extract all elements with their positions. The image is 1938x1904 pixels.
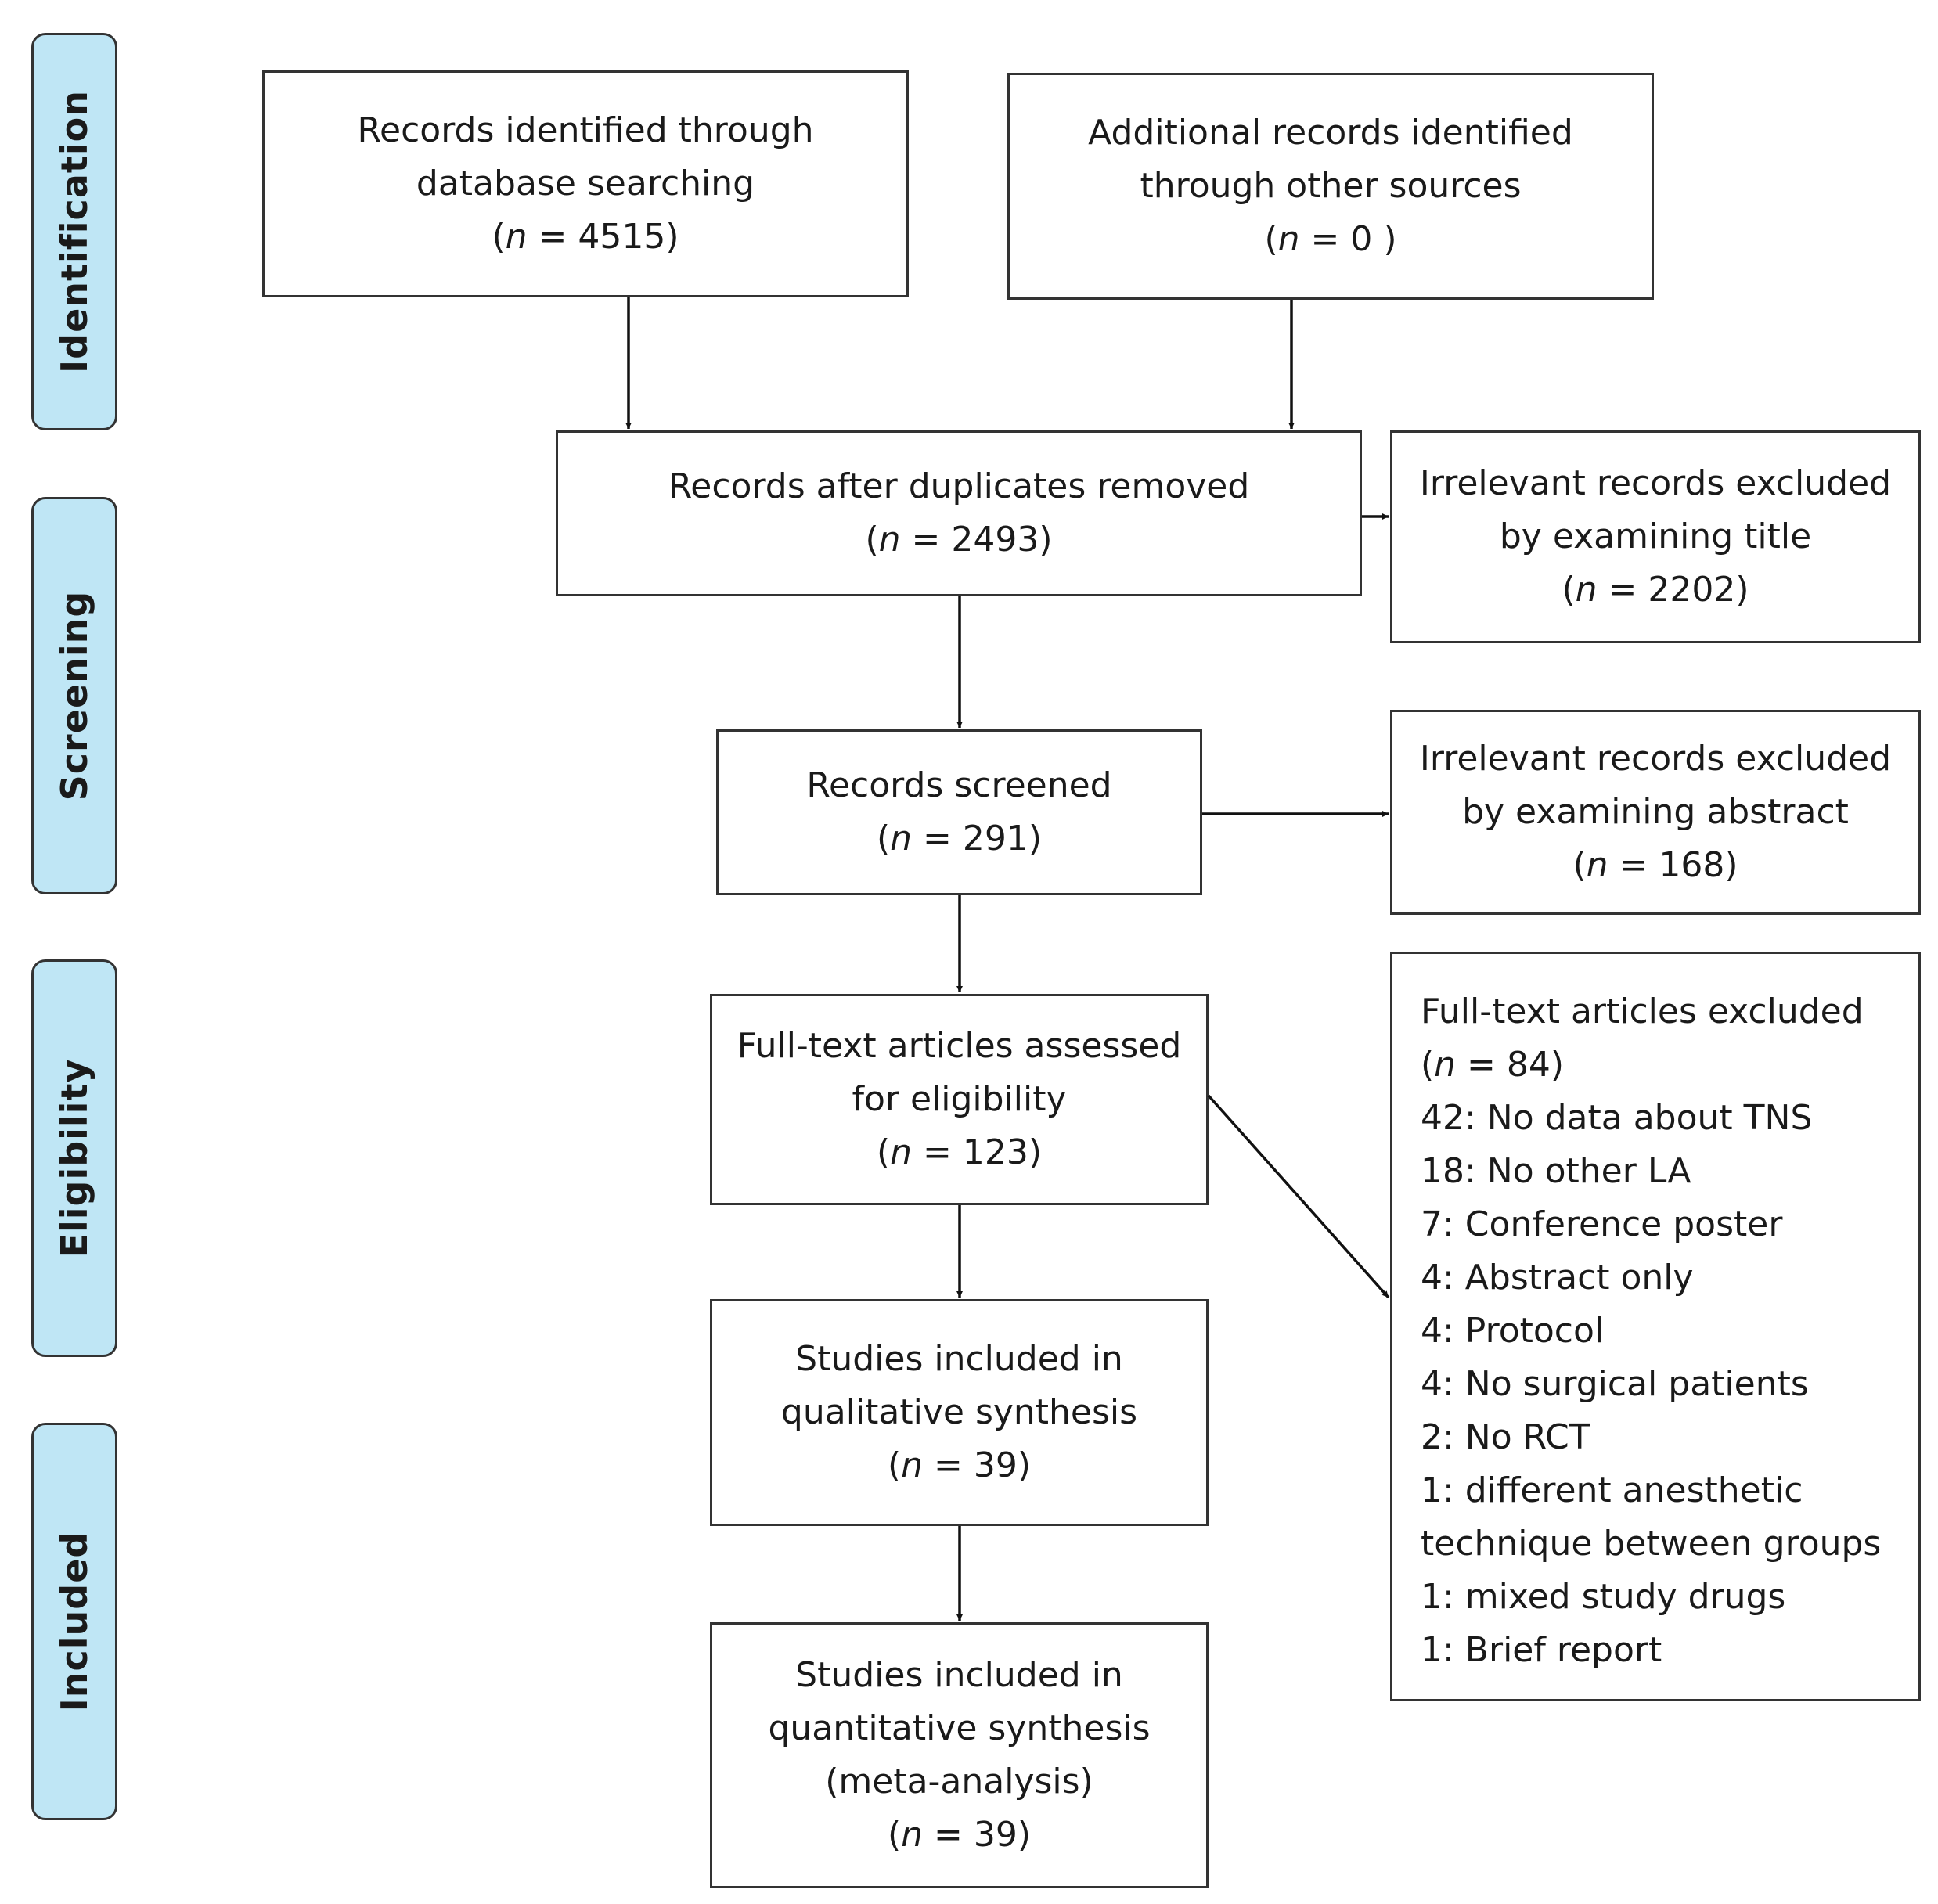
exclusion-reason: 1: different anesthetic (1421, 1470, 1803, 1510)
box-excluded-title: Irrelevant records excluded by examining… (1390, 430, 1921, 643)
box-text-line: by examining abstract (1462, 792, 1849, 832)
box-text-line: Records after duplicates removed (668, 466, 1250, 506)
exclusion-reason: 1: Brief report (1421, 1630, 1662, 1670)
box-fulltext-assessed: Full-text articles assessed for eligibil… (710, 994, 1209, 1205)
box-text-line: for eligibility (852, 1079, 1067, 1119)
box-count: (n = 0 ) (1264, 219, 1397, 259)
box-text-line: Studies included in (795, 1655, 1123, 1695)
box-other-sources: Additional records identified through ot… (1007, 73, 1654, 300)
box-text-line: Irrelevant records excluded (1419, 463, 1892, 503)
box-duplicates-removed: Records after duplicates removed (n = 24… (556, 430, 1362, 596)
box-records-screened: Records screened (n = 291) (716, 729, 1202, 895)
phase-screening: Screening (31, 497, 117, 894)
box-text-line: through other sources (1140, 166, 1522, 206)
box-text-line: Irrelevant records excluded (1419, 739, 1892, 779)
exclusion-reason: technique between groups (1421, 1524, 1882, 1564)
exclusion-reason: 18: No other LA (1421, 1151, 1691, 1191)
box-text-line: Additional records identified (1088, 113, 1573, 153)
arrow-fulltext-to-excluded (1207, 1094, 1390, 1299)
box-quantitative-synthesis: Studies included in quantitative synthes… (710, 1622, 1209, 1888)
box-text-line: Full-text articles assessed (737, 1026, 1182, 1066)
box-text-line: Studies included in (795, 1339, 1123, 1379)
phase-included: Included (31, 1423, 117, 1820)
box-count: (n = 123) (876, 1132, 1043, 1172)
box-database-searching: Records identified through database sear… (262, 70, 909, 297)
phase-eligibility: Eligibility (31, 959, 117, 1357)
phase-identification: Identification (31, 33, 117, 430)
exclusion-reason: 4: Abstract only (1421, 1258, 1694, 1298)
box-count: (n = 84) (1421, 1045, 1565, 1085)
box-title: Full-text articles excluded (1421, 992, 1864, 1031)
box-text-line: by examining title (1499, 516, 1812, 556)
box-text-line: Records screened (806, 765, 1112, 805)
exclusion-reason: 7: Conference poster (1421, 1204, 1783, 1244)
exclusion-reason: 42: No data about TNS (1421, 1098, 1813, 1138)
box-count: (n = 2202) (1562, 570, 1749, 610)
box-text-line: (meta-analysis) (825, 1762, 1093, 1801)
box-count: (n = 4515) (492, 217, 679, 257)
exclusion-reason: 2: No RCT (1421, 1417, 1590, 1457)
box-count: (n = 291) (876, 819, 1043, 858)
box-qualitative-synthesis: Studies included in qualitative synthesi… (710, 1299, 1209, 1526)
box-fulltext-excluded: Full-text articles excluded (n = 84) 42:… (1390, 952, 1921, 1701)
box-text-line: database searching (416, 164, 755, 203)
box-count: (n = 39) (887, 1815, 1032, 1855)
box-count: (n = 39) (887, 1445, 1032, 1485)
exclusion-reason: 4: Protocol (1421, 1311, 1605, 1351)
box-text-line: qualitative synthesis (780, 1392, 1138, 1432)
box-text-line: quantitative synthesis (768, 1708, 1151, 1748)
exclusion-reason: 1: mixed study drugs (1421, 1577, 1786, 1617)
box-count: (n = 168) (1572, 845, 1738, 885)
exclusion-reason: 4: No surgical patients (1421, 1364, 1809, 1404)
box-excluded-abstract: Irrelevant records excluded by examining… (1390, 710, 1921, 915)
box-text-line: Records identified through (357, 110, 814, 150)
box-count: (n = 2493) (865, 520, 1053, 560)
